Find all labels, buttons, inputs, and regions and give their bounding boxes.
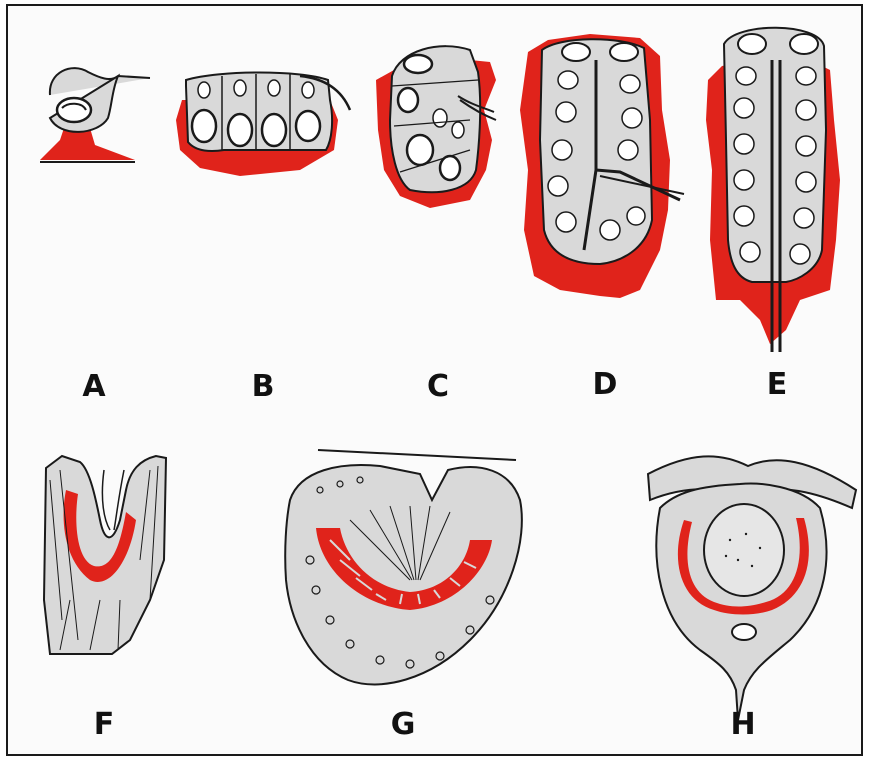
panel-h-eye <box>648 456 856 720</box>
panel-label-b: B <box>243 372 283 402</box>
panel-label-g: G <box>383 710 423 740</box>
panel-label-f: F <box>84 710 124 740</box>
panel-label-c: C <box>418 372 458 402</box>
panel-label-d: D <box>585 370 625 400</box>
panel-label-a: A <box>74 372 114 402</box>
panel-label-h: H <box>723 710 763 740</box>
panel-label-e: E <box>757 370 797 400</box>
